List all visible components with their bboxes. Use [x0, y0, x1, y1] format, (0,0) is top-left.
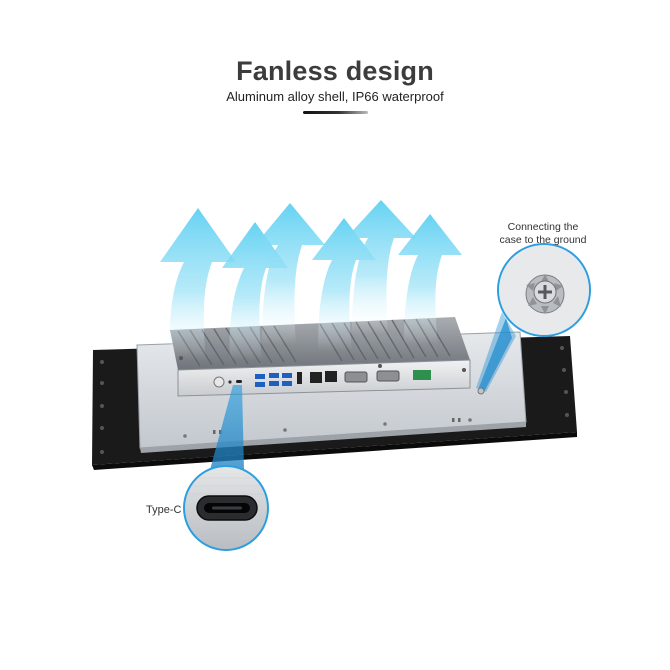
typec-callout-beam	[210, 385, 244, 470]
airflow-arrows	[160, 200, 462, 360]
upward-arrow-icon	[255, 203, 325, 345]
upward-arrow-icon	[160, 208, 236, 360]
upward-arrow-icon	[222, 222, 288, 360]
ground-callout-beam	[476, 312, 516, 395]
ground-screw-icon	[525, 274, 565, 314]
upward-arrow-icon	[398, 214, 462, 345]
typec-callout-label: Type-C	[146, 504, 182, 516]
upward-arrow-icon	[346, 200, 416, 335]
upward-arrow-icon	[312, 218, 376, 350]
ground-screw-zoom	[497, 243, 591, 337]
title-underline	[303, 111, 368, 114]
ground-callout-line1: Connecting the	[507, 221, 579, 233]
ground-callout-line2: case to the ground	[499, 234, 587, 246]
type-c-port-icon	[196, 495, 258, 521]
page-title: Fanless design	[236, 56, 434, 86]
ground-callout-label: Connecting the case to the ground	[493, 221, 593, 247]
typec-zoom	[183, 465, 269, 551]
page-subtitle: Aluminum alloy shell, IP66 waterproof	[226, 89, 444, 104]
power-button-icon	[213, 376, 225, 388]
